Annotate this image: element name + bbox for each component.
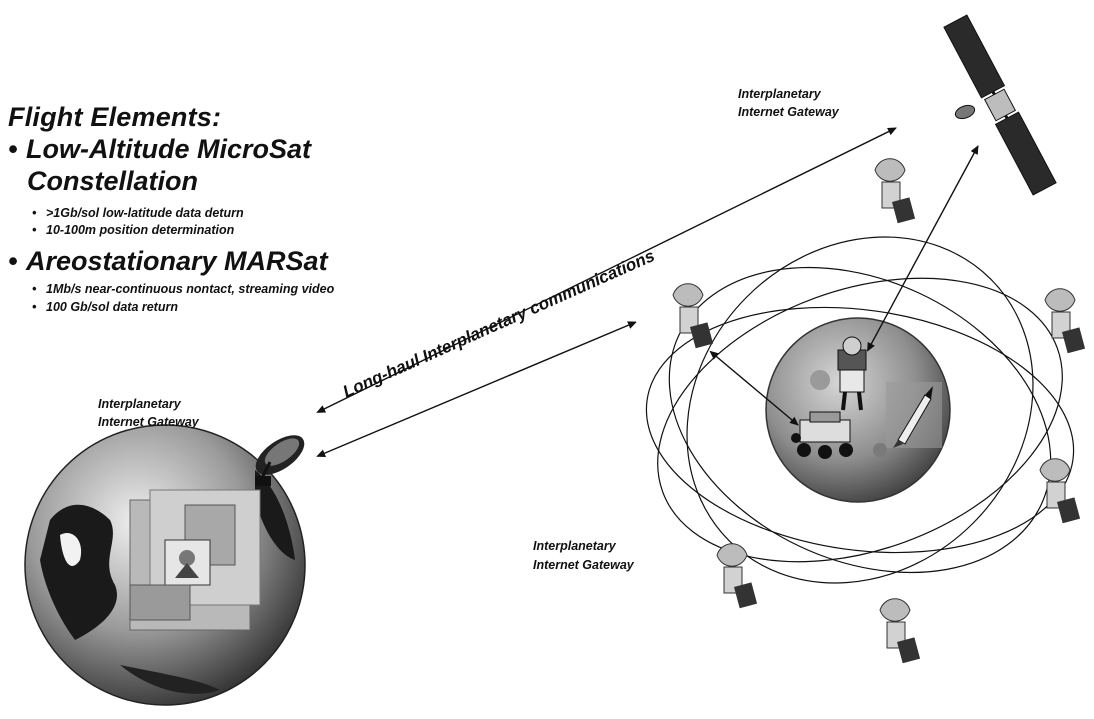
item-2-bullet-1-text: 1Mb/s near-continuous nontact, streaming… xyxy=(46,282,335,296)
item-1-bullet-2: • 10-100m position determination xyxy=(32,222,234,239)
item-1-bullet-1: • >1Gb/sol low-latitude data deturn xyxy=(32,205,244,222)
microsat-icon xyxy=(1039,458,1081,524)
microsat-icon xyxy=(879,598,921,664)
arrow-marsat-to-astronaut xyxy=(867,145,979,352)
rover-icon xyxy=(791,411,853,459)
microsat-icon xyxy=(874,158,916,224)
earth-dish-antenna xyxy=(255,435,305,486)
computer-screens-graphic xyxy=(129,489,261,631)
rocket-icon xyxy=(886,382,942,448)
microsat-icon xyxy=(716,543,758,609)
earth-gateway-label-line1: Interplanetary xyxy=(98,397,181,411)
item-1-bullet-1-text: >1Gb/sol low-latitude data deturn xyxy=(46,206,244,220)
orbit-gateway-label-line2: Internet Gateway xyxy=(738,105,839,119)
earth-gateway-label-line2: Internet Gateway xyxy=(98,415,199,429)
item-2-bullet-2-text: 100 Gb/sol data return xyxy=(46,300,178,314)
item-2-bullet-1: • 1Mb/s near-continuous nontact, streamin… xyxy=(32,281,334,298)
item-1-title-line2: Constellation xyxy=(27,166,199,196)
microsat-icon xyxy=(1044,288,1086,354)
arrow-microsat-to-rover xyxy=(709,350,799,426)
link-arrows xyxy=(316,127,979,457)
mars-gateway-label-line1: Interplanetary xyxy=(533,539,616,553)
marsat-satellite xyxy=(943,14,1057,196)
item-1-title-line1: Low-Altitude MicroSat xyxy=(26,134,311,164)
mars-gateway-label-line2: Internet Gateway xyxy=(533,558,634,572)
bullet-icon: • xyxy=(32,206,37,220)
item-2-bullet-2: • 100 Gb/sol data return xyxy=(32,299,178,316)
bullet-icon: • xyxy=(32,223,37,237)
item-1-bullet-2-text: 10-100m position determination xyxy=(46,223,235,237)
item-1-title: • Low-Altitude MicroSat xyxy=(8,134,311,164)
arrow-earth-to-mars-gateway xyxy=(316,321,637,457)
bullet-icon: • xyxy=(32,282,37,296)
bullet-icon: • xyxy=(8,246,18,276)
bullet-icon: • xyxy=(32,300,37,314)
bullet-icon: • xyxy=(8,134,18,164)
item-2-title: • Areostationary MARSat xyxy=(8,246,328,276)
panel-heading: Flight Elements: xyxy=(8,102,222,132)
item-2-title-line1: Areostationary MARSat xyxy=(26,246,328,276)
orbit-gateway-label-line1: Interplanetary xyxy=(738,87,821,101)
